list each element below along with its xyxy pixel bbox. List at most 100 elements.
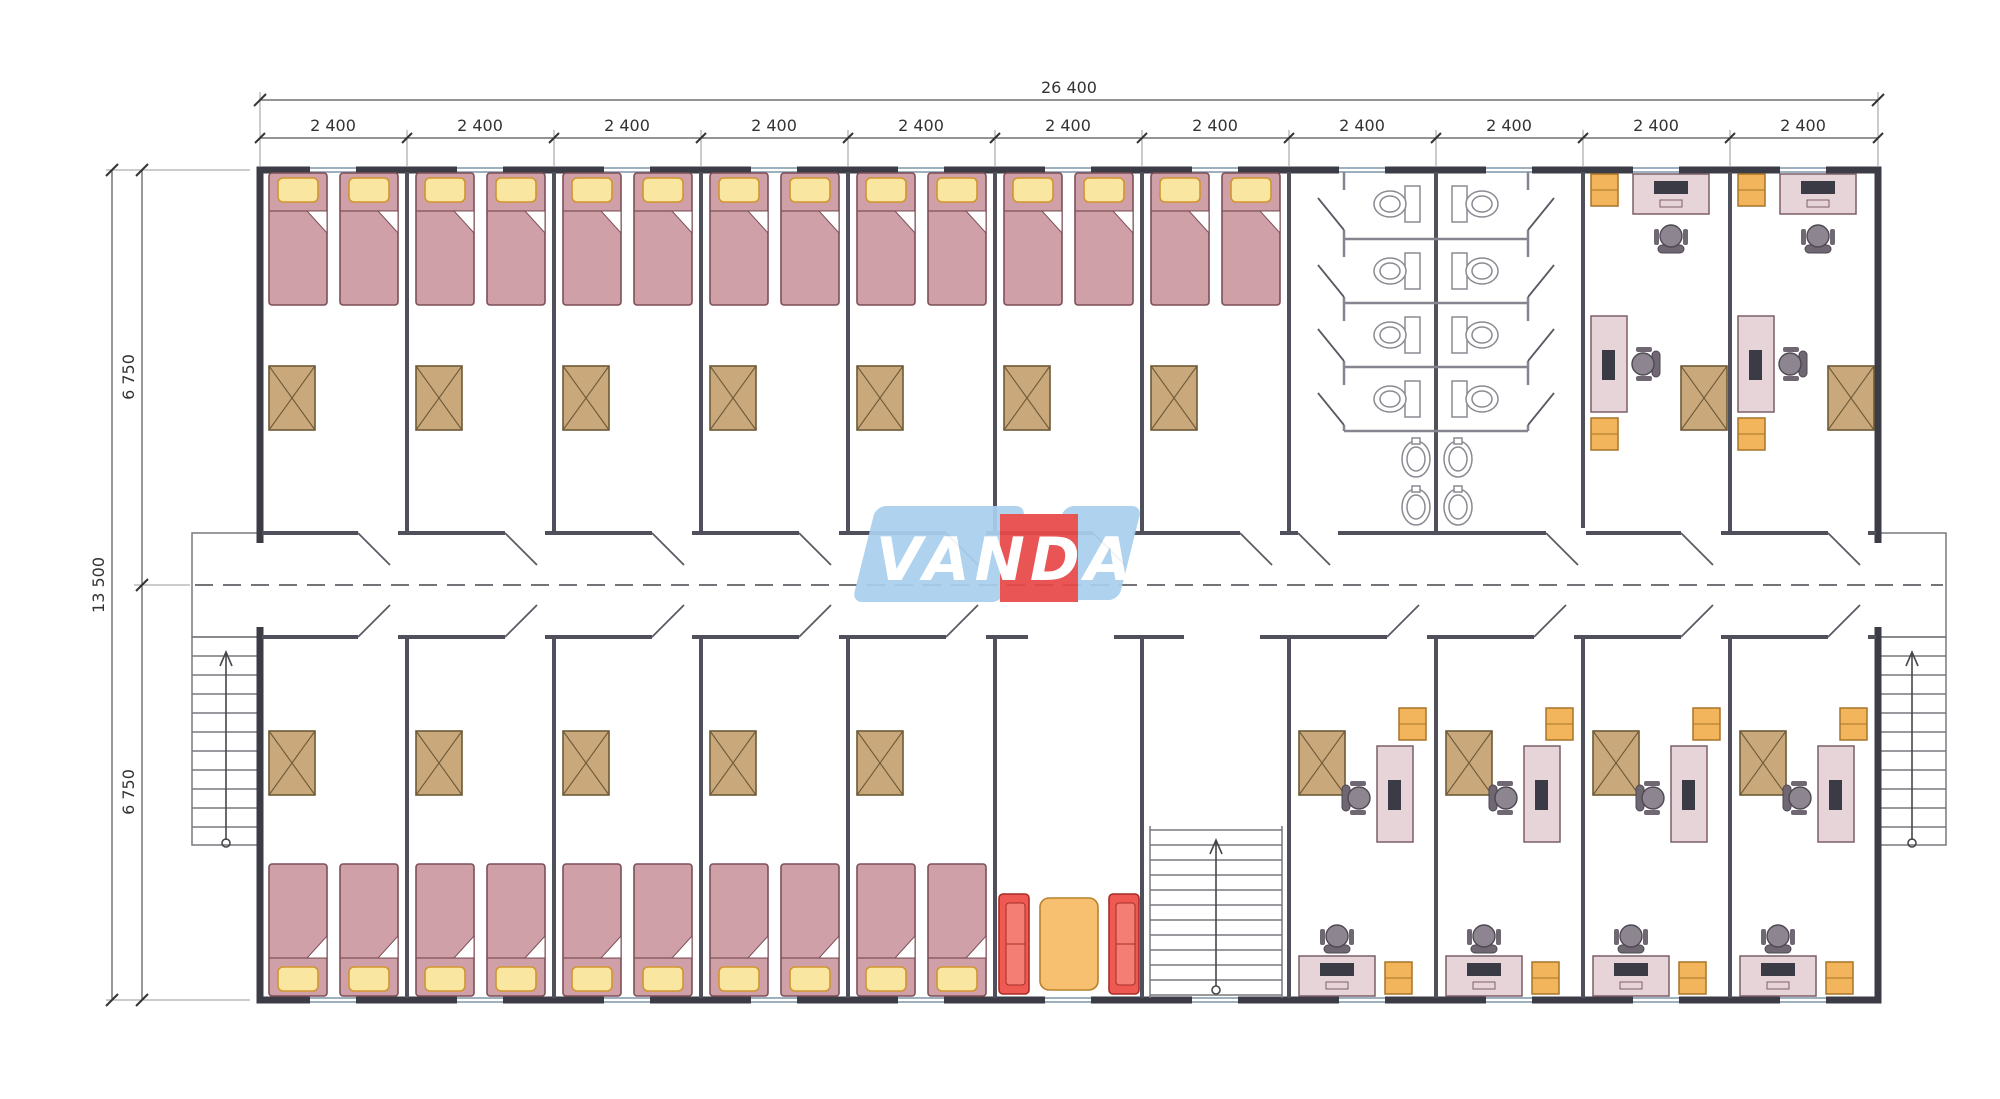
dim-lines — [111, 99, 1878, 1000]
external-stair-right — [1877, 532, 1947, 848]
desk-icon — [1376, 745, 1414, 843]
cabinet-icon — [1839, 707, 1868, 741]
dim-bay-label: 2 400 — [310, 116, 356, 135]
wardrobe-icon — [415, 730, 463, 796]
wardrobe-icon — [1592, 730, 1640, 796]
bed-icon — [633, 863, 693, 997]
bed-icon — [927, 863, 987, 997]
cabinet-icon — [1737, 173, 1766, 207]
bed-icon — [1003, 172, 1063, 306]
stair-direction-arrow — [219, 649, 233, 840]
dim-bay-label: 2 400 — [1339, 116, 1385, 135]
cabinet-icon — [1737, 417, 1766, 451]
lounge-opening — [1028, 632, 1114, 642]
coffee-table-icon — [1039, 897, 1099, 991]
wardrobe-icon — [562, 730, 610, 796]
dim-bay-label: 2 400 — [1633, 116, 1679, 135]
wardrobe-icon — [856, 365, 904, 431]
doors-upper — [357, 528, 1868, 566]
cabinet-icon — [1384, 961, 1413, 995]
stair-arrow-origin — [221, 838, 231, 848]
cabinet-icon — [1692, 707, 1721, 741]
dim-depth-lower: 6 750 — [119, 769, 138, 815]
bed-icon — [780, 172, 840, 306]
wardrobe-icon — [1003, 365, 1051, 431]
stair-arrow-origin — [1211, 985, 1221, 995]
wardrobe-icon — [562, 365, 610, 431]
windows-bottom — [310, 994, 1826, 1006]
wardrobe-icon — [1827, 365, 1875, 431]
bed-icon — [1221, 172, 1281, 306]
dim-ticks — [105, 93, 1885, 1007]
wardrobe-icon — [856, 730, 904, 796]
wardrobe-icon — [1680, 365, 1728, 431]
windows-top — [310, 164, 1826, 176]
desk-icon — [1670, 745, 1708, 843]
bed-icon — [339, 863, 399, 997]
desk-icon — [1737, 315, 1775, 413]
dimension-annotations: 26 400 2 400 2 400 2 400 2 400 2 400 2 4… — [89, 78, 1885, 1007]
desk-icon — [1779, 173, 1857, 215]
dim-overall-width: 26 400 — [1041, 78, 1097, 97]
desk-icon — [1298, 955, 1376, 997]
interior-walls-lower — [405, 639, 1732, 998]
dim-bay-label: 2 400 — [1780, 116, 1826, 135]
desk-icon — [1632, 173, 1710, 215]
bed-icon — [780, 863, 840, 997]
stair-opening — [1184, 632, 1260, 642]
wardrobe-icon — [268, 730, 316, 796]
wardrobe-icon — [709, 730, 757, 796]
dim-depth-upper: 6 750 — [119, 354, 138, 400]
bed-icon — [415, 172, 475, 306]
wardrobe-icon — [709, 365, 757, 431]
desk-icon — [1590, 315, 1628, 413]
bed-icon — [486, 863, 546, 997]
stair-direction-arrow — [1209, 837, 1223, 986]
cabinet-icon — [1590, 173, 1619, 207]
sofa-icon — [1108, 893, 1140, 995]
stair-arrow-origin — [1907, 838, 1917, 848]
cabinet-icon — [1398, 707, 1427, 741]
bed-icon — [562, 863, 622, 997]
stair-direction-arrow — [1905, 649, 1919, 840]
internal-staircase — [1149, 826, 1283, 998]
bed-icon — [562, 172, 622, 306]
cabinet-icon — [1825, 961, 1854, 995]
wardrobe-icon — [268, 365, 316, 431]
desk-icon — [1592, 955, 1670, 997]
dim-extension-lines — [106, 92, 1879, 1001]
vanda-logo: VANDA — [854, 506, 1140, 602]
dim-bay-label: 2 400 — [898, 116, 944, 135]
lounge — [998, 893, 1140, 995]
bed-icon — [927, 172, 987, 306]
bathroom — [1317, 172, 1555, 526]
bed-icon — [856, 172, 916, 306]
bed-icon — [709, 863, 769, 997]
bed-icon — [633, 172, 693, 306]
wardrobe-icon — [1739, 730, 1787, 796]
desk-icon — [1739, 955, 1817, 997]
logo-red-shape — [1000, 514, 1078, 602]
wardrobe-icon — [1445, 730, 1493, 796]
dim-bay-label: 2 400 — [1192, 116, 1238, 135]
bed-icon — [268, 863, 328, 997]
dim-overall-depth: 13 500 — [89, 557, 108, 613]
stall-doors — [1317, 190, 1555, 426]
sofa-icon — [998, 893, 1030, 995]
bed-icon — [1074, 172, 1134, 306]
wardrobe-icon — [1298, 730, 1346, 796]
dim-bay-label: 2 400 — [457, 116, 503, 135]
bed-icon — [486, 172, 546, 306]
cabinet-icon — [1545, 707, 1574, 741]
cabinet-icon — [1590, 417, 1619, 451]
desk-icon — [1523, 745, 1561, 843]
desk-icon — [1817, 745, 1855, 843]
logo-blue-shape — [854, 506, 1024, 602]
wardrobe-icon — [1150, 365, 1198, 431]
dim-bay-label: 2 400 — [751, 116, 797, 135]
cabinet-icon — [1531, 961, 1560, 995]
bed-icon — [856, 863, 916, 997]
stall-partitions — [1342, 172, 1530, 433]
